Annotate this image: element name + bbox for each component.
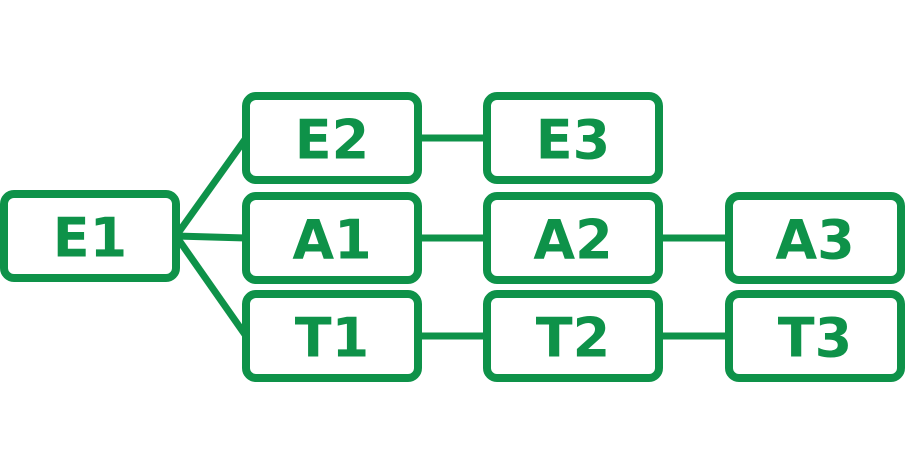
node-t1: T1 — [242, 290, 422, 382]
edge-e1-e2 — [173, 135, 249, 239]
node-box-t1 — [242, 290, 422, 382]
node-label-e1: E1 — [53, 207, 127, 270]
node-t2: T2 — [483, 290, 663, 382]
node-t3: T3 — [725, 290, 905, 382]
node-label-a2: A2 — [533, 209, 612, 272]
node-a3: A3 — [725, 192, 905, 284]
node-label-a1: A1 — [292, 209, 371, 272]
node-a2: A2 — [483, 192, 663, 284]
edges-layer — [173, 134, 729, 340]
node-a1: A1 — [242, 192, 422, 284]
node-box-e2 — [242, 92, 422, 184]
node-label-a3: A3 — [775, 209, 854, 272]
node-box-t2 — [483, 290, 663, 382]
node-box-e1 — [0, 190, 180, 282]
edge-e1-a1 — [175, 232, 247, 242]
node-label-e2: E2 — [295, 109, 369, 172]
node-label-e3: E3 — [536, 109, 610, 172]
node-box-a2 — [483, 192, 663, 284]
node-box-t3 — [725, 290, 905, 382]
node-label-t1: T1 — [295, 307, 369, 370]
node-e1: E1 — [0, 190, 180, 282]
node-e3: E3 — [483, 92, 663, 184]
node-box-a3 — [725, 192, 905, 284]
node-e2: E2 — [242, 92, 422, 184]
node-box-a1 — [242, 192, 422, 284]
node-label-t2: T2 — [536, 307, 610, 370]
node-label-t3: T3 — [778, 307, 852, 370]
node-box-e3 — [483, 92, 663, 184]
edge-e1-t1 — [173, 233, 249, 339]
